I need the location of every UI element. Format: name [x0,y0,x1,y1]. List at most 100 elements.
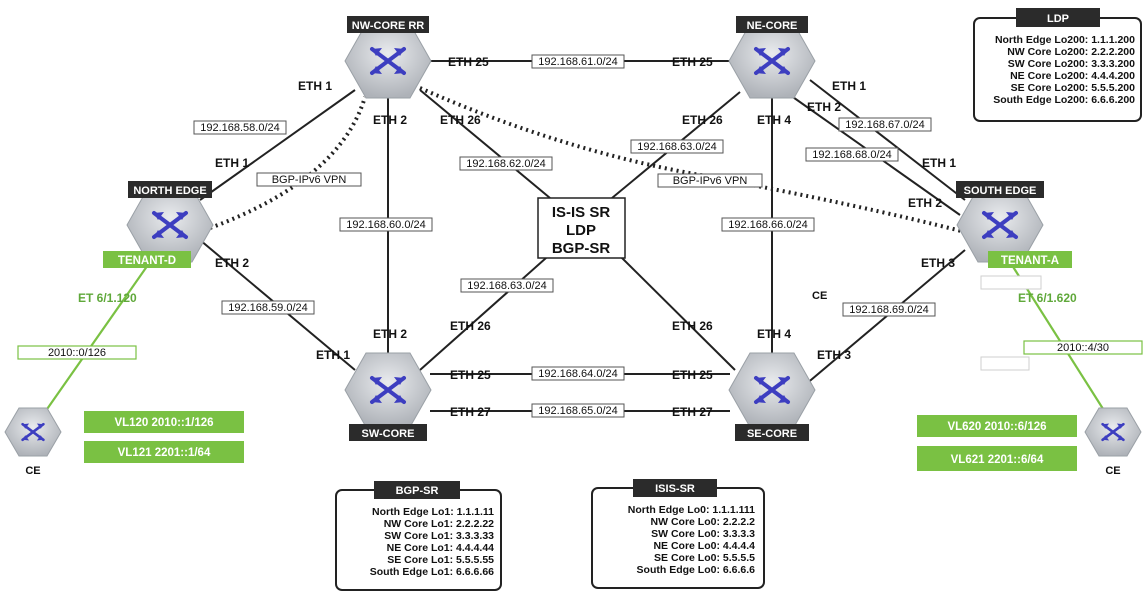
isissr-row: South Edge Lo0: 6.6.6.6 [637,564,756,576]
link-center-se [619,255,736,371]
subnet-label: 192.168.63.0/24 [467,280,547,292]
bgpsr-row: South Edge Lo1: 6.6.6.66 [370,566,494,578]
center-line-1: IS-IS SR [552,204,611,221]
port-label: ETH 27 [450,405,491,419]
router-banner [736,16,808,33]
subnet-label: 192.168.60.0/24 [346,219,426,231]
subnet-label: 192.168.61.0/24 [538,56,618,68]
tenant-d: TENANT-D ET 6/1.120 2010::0/126 VL120 20… [17,251,244,463]
router-south-edge[interactable] [956,187,1044,263]
router-banner [735,424,809,441]
bgpsr-row: NW Core Lo1: 2.2.2.22 [384,518,494,530]
subnet-label: 192.168.58.0/24 [200,122,280,134]
port-labels: ETH 25 ETH 25 ETH 1 ETH 1 ETH 2 ETH 2 ET… [215,55,956,419]
subnet-label: 192.168.65.0/24 [538,405,618,417]
subnet-label: 192.168.64.0/24 [538,368,618,380]
ce-right-label: CE [1105,465,1120,477]
center-line-3: BGP-SR [552,240,611,257]
router-ce-left[interactable] [4,407,62,457]
router-name-ne: NE-CORE [747,20,798,32]
port-label: ETH 2 [373,327,407,341]
port-label: ETH 1 [215,156,249,170]
router-name-nw: NW-CORE RR [352,20,425,32]
isissr-row: NW Core Lo0: 2.2.2.2 [651,516,756,528]
bgpsr-row: SE Core Lo1: 5.5.5.55 [387,554,494,566]
router-ce-right[interactable] [1084,407,1142,457]
vpn-label: BGP-IPv6 VPN [673,175,748,187]
bgpsr-row: North Edge Lo1: 1.1.1.11 [372,506,494,518]
vpn-label: BGP-IPv6 VPN [272,174,347,186]
center-line-2: LDP [566,222,596,239]
link-nw-center [419,89,551,199]
subnet-label: 192.168.59.0/24 [228,302,308,314]
router-banner [349,424,427,441]
router-nw-core[interactable] [344,23,432,99]
tenant-a-ce-label: CE [812,290,827,302]
bgpsr-title: BGP-SR [396,485,439,497]
isissr-row: SE Core Lo0: 5.5.5.5 [654,552,755,564]
blank-box [980,275,1042,290]
tenant-a-subnet: 2010::4/30 [1057,342,1109,354]
tenant-d-subnet: 2010::0/126 [48,347,106,359]
access-links [44,261,1106,413]
port-label: ETH 2 [215,256,249,270]
subnet-labels: 192.168.61.0/24 192.168.58.0/24 192.168.… [193,54,936,418]
port-label: ETH 1 [922,156,956,170]
port-label: ETH 25 [450,368,491,382]
router-name-sw: SW-CORE [362,428,415,440]
port-label: ETH 4 [757,113,791,127]
router-banner [128,181,212,198]
link-south-se [804,249,966,386]
port-label: ETH 26 [450,319,491,333]
port-label: ETH 25 [672,55,713,69]
tenant-a: TENANT-A ET 6/1.620 CE 2010::4/30 VL620 … [812,251,1143,471]
port-label: ETH 26 [440,113,481,127]
center-protocol-box: IS-IS SR LDP BGP-SR [537,197,626,259]
bgpsr-table: BGP-SR North Edge Lo1: 1.1.1.11 NW Core … [335,481,502,591]
link-nw-north [199,89,356,201]
subnet-label: 192.168.63.0/24 [637,141,717,153]
isissr-table: ISIS-SR North Edge Lo0: 1.1.1.111 NW Cor… [591,479,765,589]
port-label: ETH 1 [832,79,866,93]
port-label: ETH 25 [672,368,713,382]
port-label: ETH 25 [448,55,489,69]
isissr-row: North Edge Lo0: 1.1.1.111 [628,504,755,516]
subnet-label: 192.168.66.0/24 [728,219,808,231]
isissr-row: NE Core Lo0: 4.4.4.4 [653,540,755,552]
link-center-sw [419,249,556,371]
subnet-label: 192.168.69.0/24 [849,304,929,316]
subnet-label: 192.168.68.0/24 [812,149,892,161]
ldp-row: North Edge Lo200: 1.1.1.200 [995,34,1135,46]
router-sw-core[interactable] [344,352,432,428]
tenant-a-name: TENANT-A [1001,255,1059,267]
router-name-south: SOUTH EDGE [964,185,1037,197]
ldp-row: SE Core Lo200: 5.5.5.200 [1011,82,1135,94]
router-se-core[interactable] [728,352,816,428]
tenant-d-vlan-1: VL120 2010::1/126 [114,417,213,429]
tenant-d-interface: ET 6/1.120 [78,291,137,305]
bgpsr-row: SW Core Lo1: 3.3.3.33 [384,530,494,542]
port-label: ETH 3 [817,348,851,362]
ldp-row: South Edge Lo200: 6.6.6.200 [993,94,1135,106]
ldp-row: NE Core Lo200: 4.4.4.200 [1010,70,1135,82]
tenant-a-vlan-2: VL621 2201::6/64 [951,454,1044,466]
port-label: ETH 4 [757,327,791,341]
blank-box [980,356,1030,371]
ldp-row: SW Core Lo200: 3.3.3.200 [1008,58,1135,70]
tenant-a-interface: ET 6/1.620 [1018,291,1077,305]
router-name-north: NORTH EDGE [133,185,206,197]
port-label: ETH 1 [298,79,332,93]
link-tenant-d-ce [44,261,151,413]
ldp-table: LDP North Edge Lo200: 1.1.1.200 NW Core … [973,8,1142,122]
ldp-title: LDP [1047,13,1069,25]
router-ne-core[interactable] [728,23,816,99]
ldp-row: NW Core Lo200: 2.2.2.200 [1007,46,1135,58]
router-banner [347,16,429,33]
isissr-title: ISIS-SR [655,483,695,495]
router-name-se: SE-CORE [747,428,797,440]
port-label: ETH 1 [316,348,350,362]
port-label: ETH 27 [672,405,713,419]
subnet-label: 192.168.67.0/24 [845,119,925,131]
